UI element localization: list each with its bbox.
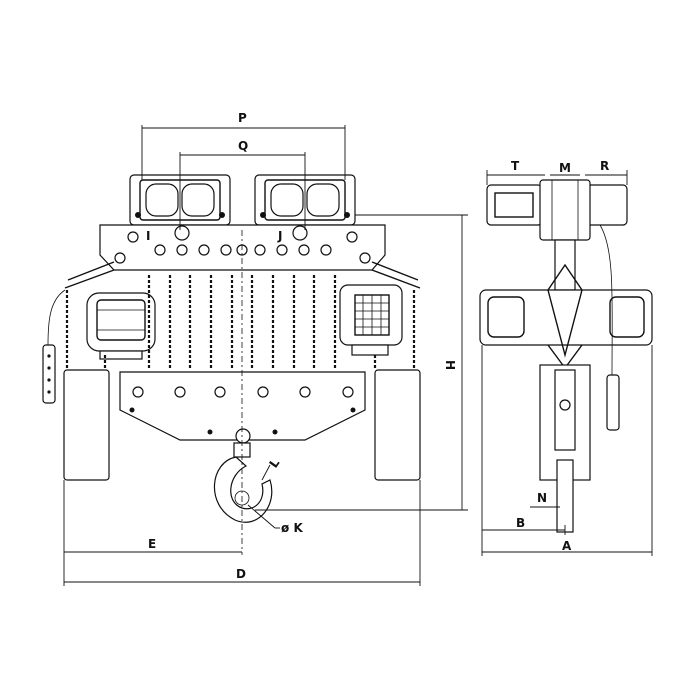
right-chain-container [374,369,421,481]
label-a: A [562,539,572,553]
right-control-box [339,284,403,356]
label-k-letter: K [293,521,303,535]
label-p: P [238,111,247,125]
pendant-control [42,289,66,404]
upper-frame [64,224,421,289]
side-view [479,179,653,533]
load-chains [65,275,416,370]
label-q: Q [238,139,248,153]
label-l: L [267,456,283,471]
label-j: J [277,229,282,243]
dimension-lines [63,125,653,586]
diameter-symbol: ø [281,521,289,535]
label-i: I [146,229,150,243]
label-d: D [236,567,246,581]
left-motor [86,292,156,360]
label-r: R [600,159,609,173]
left-chain-container [63,369,110,481]
label-b: B [516,516,525,530]
label-e: E [148,537,156,551]
bottom-block [119,371,366,444]
label-k: ø K [281,521,303,535]
label-m: M [559,161,571,175]
label-n: N [537,491,547,505]
label-h: H [443,360,457,370]
front-view [42,174,421,555]
label-t: T [511,159,520,173]
